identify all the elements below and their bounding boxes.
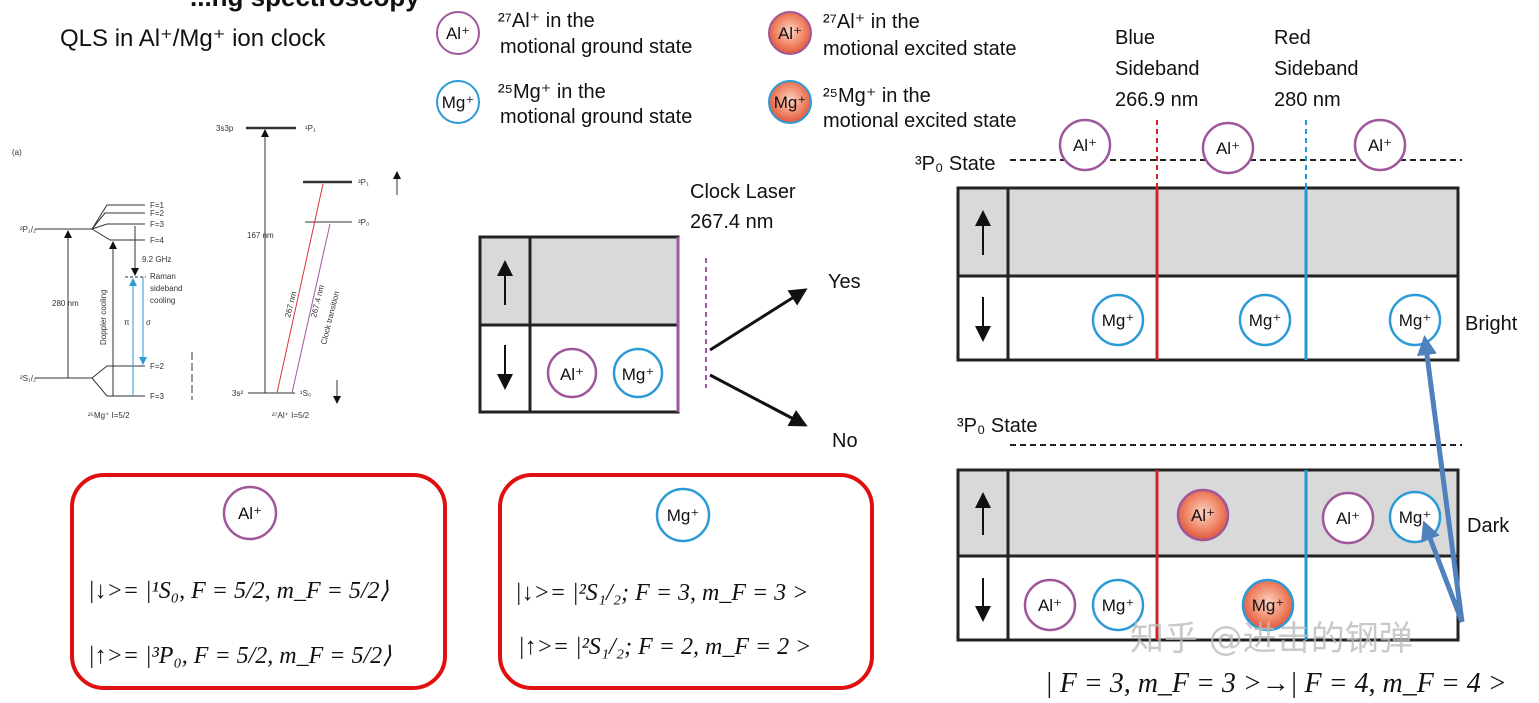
- legend-text: ²⁷Al⁺ in the: [498, 10, 595, 32]
- panel-label: (a): [12, 148, 22, 157]
- wavelength-167: 167 nm: [247, 231, 274, 240]
- state-label: ³P₀ State: [957, 415, 1038, 437]
- watermark: 知乎 @进击的钢弹: [1130, 619, 1413, 659]
- mg-ion: Mg⁺: [1399, 508, 1432, 527]
- red-sideband-wavelength: 280 nm: [1274, 89, 1341, 111]
- red-sideband-label: Red: [1274, 27, 1311, 49]
- pi-label: π: [124, 318, 130, 327]
- al-up-state: |↑>= |³P₀, F = 5/2, m_F = 5/2⟩: [88, 643, 392, 669]
- doppler-label: Doppler cooling: [99, 289, 108, 345]
- al-ground-config: 3s²: [232, 389, 243, 398]
- blue-sideband-label: Sideband: [1115, 58, 1200, 80]
- mg-up-state: |↑>= |²S₁/₂; F = 2, m_F = 2 >: [518, 634, 811, 660]
- no-arrow-icon: [709, 373, 808, 427]
- clock-laser-wavelength: 267.4 nm: [690, 211, 773, 233]
- al-upper-state: ¹P₁: [305, 124, 316, 133]
- al-ion: Al⁺: [1336, 509, 1360, 528]
- al-down-state: |↓>= |¹S₀, F = 5/2, m_F = 5/2⟩: [88, 578, 390, 604]
- al-ion-icon: Al⁺: [446, 24, 470, 43]
- mg-ion: Mg⁺: [1249, 311, 1282, 330]
- clock-laser-label: Clock Laser: [690, 181, 796, 203]
- f-label: F=3: [150, 392, 165, 401]
- al-ground-state: ¹S₀: [300, 389, 311, 398]
- yes-label: Yes: [828, 271, 861, 293]
- state-label: ³P₀ State: [915, 153, 996, 175]
- al-ion: Al⁺: [1216, 139, 1240, 158]
- wavelength-label: 280 nm: [52, 299, 79, 308]
- al-ion: Al⁺: [1073, 136, 1097, 155]
- al-excited-ion-icon: Al⁺: [778, 24, 802, 43]
- clock-laser-diagram: Al⁺ Mg⁺ Clock Laser 267.4 nm Yes No: [478, 181, 861, 452]
- al-upper-config: 3s3p: [216, 124, 234, 133]
- page-title: ...ng spectroscopy: [190, 0, 420, 12]
- al-ion: Al⁺: [560, 365, 584, 384]
- dark-label: Dark: [1467, 515, 1510, 537]
- al-ion: Al⁺: [1038, 596, 1062, 615]
- mg-ion-icon: Mg⁺: [442, 93, 475, 112]
- legend-text: motional excited state: [823, 110, 1016, 132]
- no-label: No: [832, 430, 858, 452]
- raman-label: cooling: [150, 296, 175, 305]
- al-state-box: Al⁺ |↓>= |¹S₀, F = 5/2, m_F = 5/2⟩ |↑>= …: [70, 473, 447, 690]
- mg-s-level: ²S₁/₂: [20, 374, 36, 383]
- mg-state-box: Mg⁺ |↓>= |²S₁/₂; F = 3, m_F = 3 > |↑>= |…: [498, 473, 874, 690]
- legend-text: motional excited state: [823, 38, 1016, 60]
- blue-sideband-label: Blue: [1115, 27, 1155, 49]
- transition-arrow-icon: [1421, 520, 1465, 623]
- energy-level-diagram: (a) ²P₁/₂ ²S₁/₂ F=1 F=2 F=3 F=4 F=2 F=3: [12, 124, 401, 420]
- f-label: F=3: [150, 220, 165, 229]
- sigma-label: σ: [146, 318, 151, 327]
- f-label: F=1: [150, 201, 165, 210]
- al-excited-ion: Al⁺: [1191, 506, 1215, 525]
- mg-ion: Mg⁺: [1102, 596, 1135, 615]
- subtitle: QLS in Al⁺/Mg⁺ ion clock: [60, 25, 326, 52]
- mg-caption: ²⁵Mg⁺ I=5/2: [88, 411, 130, 420]
- hyperfine-label: 9.2 GHz: [142, 255, 171, 264]
- mg-excited-ion-icon: Mg⁺: [774, 93, 807, 112]
- clock-wavelength: 267.4 nm: [309, 284, 326, 319]
- al-p1: ³P₁: [358, 178, 369, 187]
- blue-sideband-wavelength: 266.9 nm: [1115, 89, 1198, 111]
- f-label: F=4: [150, 236, 165, 245]
- red-sideband-label: Sideband: [1274, 58, 1359, 80]
- f-label: F=2: [150, 209, 165, 218]
- al-ion: Al⁺: [1368, 136, 1392, 155]
- legend-text: ²⁷Al⁺ in the: [823, 11, 920, 33]
- mg-ion: Mg⁺: [1399, 311, 1432, 330]
- legend-text: ²⁵Mg⁺ in the: [823, 85, 931, 107]
- bright-label: Bright: [1465, 313, 1518, 335]
- mg-ion: Mg⁺: [1102, 311, 1135, 330]
- al-ion-icon: Al⁺: [238, 504, 262, 523]
- mg-ion: Mg⁺: [622, 365, 655, 384]
- al-caption: ²⁷Al⁺ I=5/2: [272, 411, 310, 420]
- sideband-diagram: Blue Sideband 266.9 nm Red Sideband 280 …: [915, 27, 1518, 699]
- raman-label: sideband: [150, 284, 182, 293]
- f-label: F=2: [150, 362, 165, 371]
- yes-arrow-icon: [709, 288, 808, 352]
- legend: Al⁺ ²⁷Al⁺ in the motional ground state A…: [436, 10, 1016, 132]
- mg-excited-ion: Mg⁺: [1252, 596, 1285, 615]
- transition-equation: | F = 3, m_F = 3 >→| F = 4, m_F = 4 >: [1045, 668, 1507, 699]
- legend-text: motional ground state: [500, 106, 692, 128]
- legend-text: motional ground state: [500, 36, 692, 58]
- mg-down-state: |↓>= |²S₁/₂; F = 3, m_F = 3 >: [515, 580, 808, 606]
- transition-arrow-icon: [1417, 335, 1465, 623]
- mg-p-level: ²P₁/₂: [20, 225, 36, 234]
- al-p0: ³P₀: [358, 218, 369, 227]
- legend-text: ²⁵Mg⁺ in the: [498, 81, 606, 103]
- raman-label: Raman: [150, 272, 176, 281]
- mg-ion-icon: Mg⁺: [667, 506, 700, 525]
